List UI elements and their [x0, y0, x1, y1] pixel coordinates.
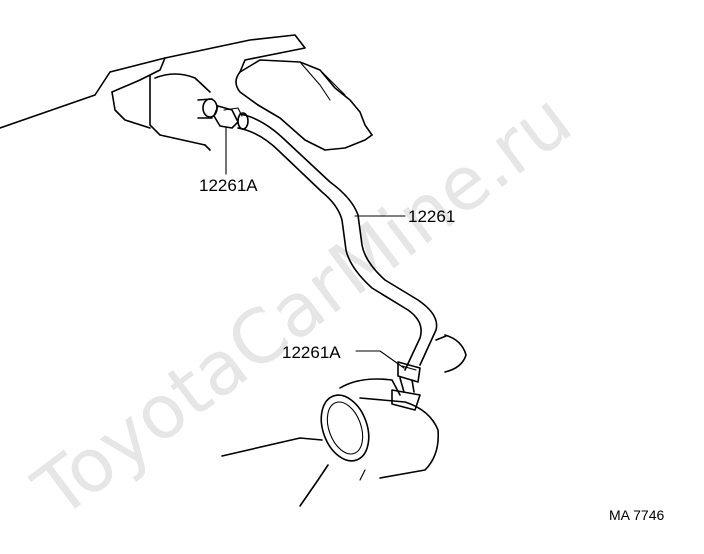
lower-housing — [221, 334, 467, 507]
callout-clamp-upper: 12261A — [199, 176, 258, 195]
figure-code: MA 7746 — [609, 507, 664, 523]
callout-clamp-lower: 12261A — [282, 343, 341, 362]
leader-lines — [225, 127, 406, 369]
lower-clamp — [391, 361, 421, 411]
upper-clamp — [197, 98, 243, 129]
hose — [237, 112, 438, 371]
upper-housing — [0, 34, 373, 151]
watermark-text: ToyotaCarMine.ru — [18, 77, 587, 535]
callout-hose: 12261 — [408, 207, 455, 226]
